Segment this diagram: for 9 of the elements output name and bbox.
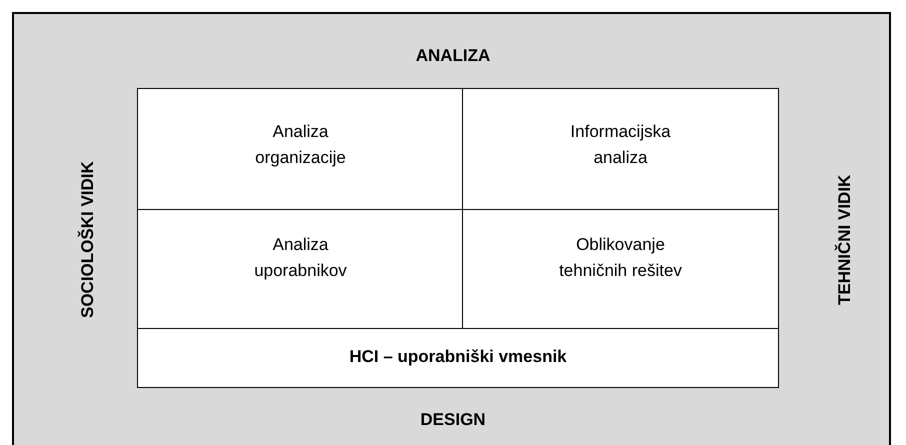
axis-label: SOCIOLOŠKI VIDIK <box>78 162 97 318</box>
heading: ANALIZA <box>416 46 490 65</box>
table-cell: Oblikovanje tehničnih rešitev <box>462 209 779 330</box>
table-cell: Analiza organizacije <box>137 88 464 211</box>
table-cell: Informacijska analiza <box>462 88 779 211</box>
table-cell: Analiza uporabnikov <box>137 209 464 330</box>
heading: DESIGN <box>420 410 486 429</box>
axis-label: TEHNIČNI VIDIK <box>835 174 854 306</box>
table-cell: HCI – uporabniški vmesnik <box>137 328 779 388</box>
